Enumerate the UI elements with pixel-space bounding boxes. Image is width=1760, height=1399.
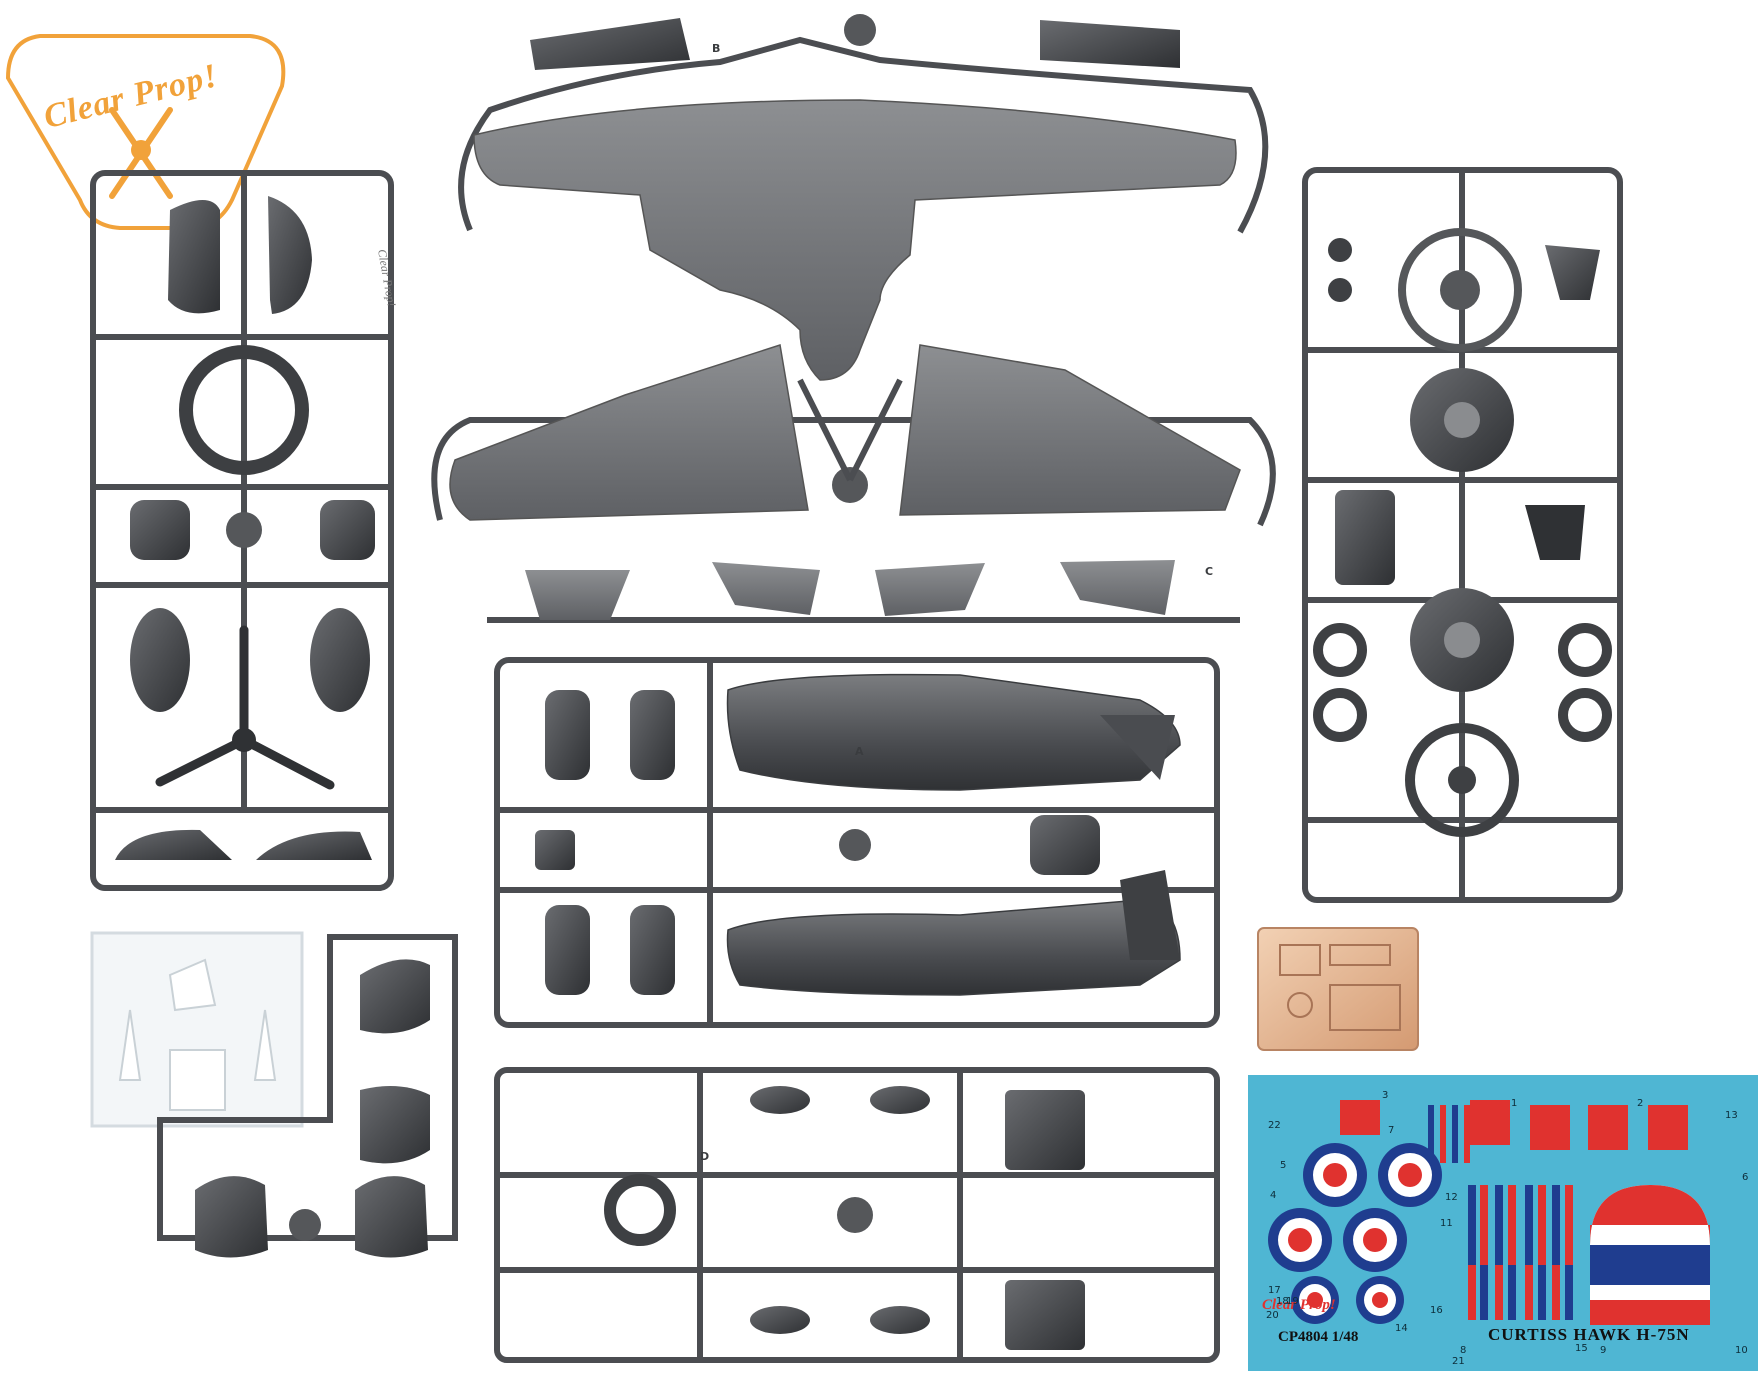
clear-parts-sprue: [90, 931, 304, 1128]
sprue-letter-tag: C: [1205, 565, 1214, 578]
decal-number: 3: [1382, 1090, 1389, 1101]
decal-number: 13: [1725, 1110, 1738, 1121]
decal-number: 12: [1445, 1192, 1458, 1203]
decal-number: 18: [1276, 1296, 1289, 1307]
sprue-letter-tag: A: [855, 745, 864, 758]
sprue-engine: [1302, 167, 1623, 903]
decal-kit-code: CP4804 1/48: [1278, 1329, 1358, 1346]
sprue-letter-tag: D: [700, 1150, 710, 1163]
decal-number: 19: [1286, 1296, 1299, 1307]
sprue-signature: Clear Prop!: [375, 248, 399, 307]
decal-number: 22: [1268, 1120, 1281, 1131]
decal-number: 2: [1637, 1098, 1644, 1109]
decal-number: 16: [1430, 1305, 1443, 1316]
decal-number: 14: [1395, 1323, 1408, 1334]
decal-number: 7: [1388, 1125, 1395, 1136]
decal-number: 10: [1735, 1345, 1748, 1356]
sprue-cowling: [157, 934, 458, 1258]
sprue-left-parts: [115, 196, 375, 860]
decal-number: 6: [1742, 1172, 1749, 1183]
decal-number: 4: [1270, 1190, 1277, 1201]
sprue-interior: [494, 1067, 1220, 1363]
sprue-letter-tag: B: [712, 42, 721, 55]
sprue-wing-bottom: [431, 344, 1276, 623]
decal-number: 20: [1266, 1310, 1279, 1321]
decal-number: 9: [1600, 1345, 1607, 1356]
decal-number: 21: [1452, 1356, 1465, 1367]
decal-sheet: [1248, 1075, 1758, 1371]
decal-number: 11: [1440, 1218, 1453, 1229]
brand-logo: [5, 34, 286, 230]
decal-number: 15: [1575, 1343, 1588, 1354]
decal-number: 8: [1460, 1345, 1467, 1356]
sprue-fuselage: [494, 657, 1220, 1028]
decal-kit-code-value: CP4804: [1278, 1329, 1328, 1345]
photo-etch-fret: [1257, 927, 1419, 1051]
decal-scale: 1/48: [1331, 1329, 1359, 1345]
decal-number: 1: [1511, 1098, 1518, 1109]
decal-number: 5: [1280, 1160, 1287, 1171]
decal-title: CURTISS HAWK H-75N: [1488, 1325, 1690, 1344]
decal-number: 17: [1268, 1285, 1281, 1296]
sprue-wing-top: [458, 14, 1269, 381]
decal-brand: Clear Prop!: [1262, 1297, 1336, 1313]
